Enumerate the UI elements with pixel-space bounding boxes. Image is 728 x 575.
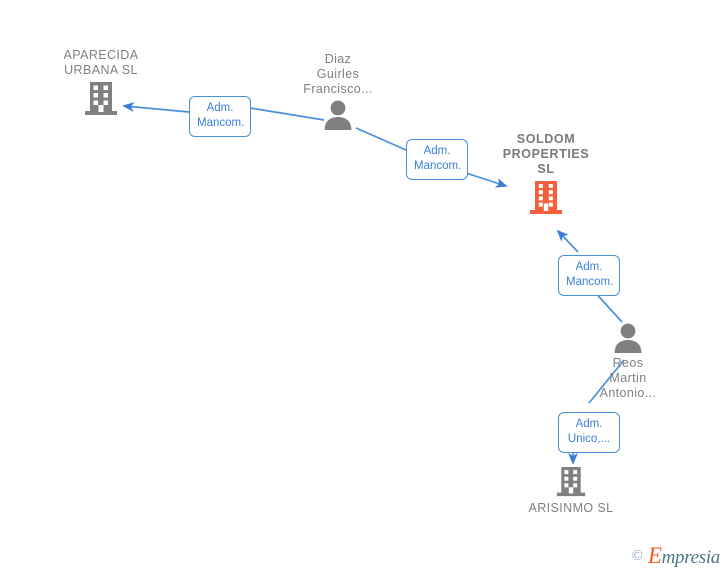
copyright-symbol: © xyxy=(631,547,643,564)
empresia-logo-rest: mpresia xyxy=(661,547,721,568)
node-label-aparecida-urbana: APARECIDA URBANA SL xyxy=(63,48,139,77)
node-label-diaz-guirles-francisco: Diaz Guirles Francisco... xyxy=(303,52,373,96)
empresia-logo-text: Empresia xyxy=(648,543,720,569)
node-diaz-guirles-francisco[interactable]: Diaz Guirles Francisco... xyxy=(278,52,398,131)
edge-reos-to-soldom-upper xyxy=(556,229,579,253)
person-icon xyxy=(614,323,642,353)
company-building-icon xyxy=(530,181,562,214)
node-soldom-properties[interactable]: SOLDOM PROPERTIES SL xyxy=(486,132,606,217)
empresia-watermark: © Empresia xyxy=(631,543,720,569)
node-aparecida-urbana[interactable]: APARECIDA URBANA SL xyxy=(41,48,161,118)
company-building-icon xyxy=(85,82,117,115)
empresia-logo-initial: E xyxy=(647,543,662,568)
company-building-icon xyxy=(556,467,586,497)
edge-label-adm-mancom-soldom-diaz[interactable]: Adm. Mancom. xyxy=(406,139,468,180)
node-label-arisinmo: ARISINMO SL xyxy=(528,501,614,515)
edge-label-adm-mancom-aparecida[interactable]: Adm. Mancom. xyxy=(189,96,251,137)
node-reos-martin-antonio[interactable]: Reos Martin Antonio... xyxy=(568,320,688,401)
node-label-soldom-properties: SOLDOM PROPERTIES SL xyxy=(502,132,590,176)
edge-diaz-to-soldom-left xyxy=(355,127,407,151)
node-label-reos-martin-antonio: Reos Martin Antonio... xyxy=(599,356,657,400)
node-arisinmo[interactable]: ARISINMO SL xyxy=(511,463,631,516)
edge-label-adm-mancom-soldom-reos[interactable]: Adm. Mancom. xyxy=(558,255,620,296)
edge-label-adm-unico-arisinmo[interactable]: Adm. Unico,... xyxy=(558,412,620,453)
person-icon xyxy=(324,100,352,130)
